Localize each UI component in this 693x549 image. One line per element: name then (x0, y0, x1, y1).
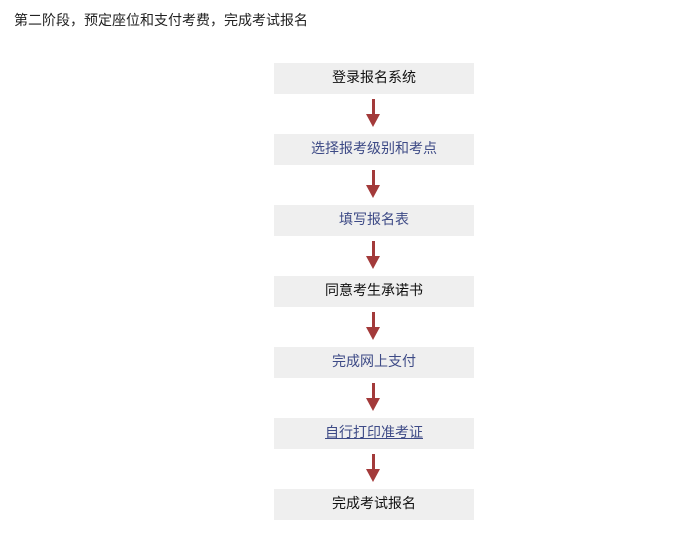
arrow-down-icon (274, 165, 474, 205)
step-label: 完成考试报名 (332, 496, 416, 512)
arrow-down-icon (274, 94, 474, 134)
step-select-level-and-site[interactable]: 选择报考级别和考点 (274, 134, 474, 165)
step-agree-pledge: 同意考生承诺书 (274, 276, 474, 307)
step-print-admission-ticket[interactable]: 自行打印准考证 (274, 418, 474, 449)
step-label[interactable]: 自行打印准考证 (325, 425, 423, 441)
arrow-down-icon (274, 236, 474, 276)
step-fill-form[interactable]: 填写报名表 (274, 205, 474, 236)
step-online-payment[interactable]: 完成网上支付 (274, 347, 474, 378)
step-complete-registration: 完成考试报名 (274, 489, 474, 520)
step-label[interactable]: 完成网上支付 (332, 354, 416, 370)
step-label: 登录报名系统 (332, 70, 416, 86)
arrow-down-icon (274, 449, 474, 489)
page-heading: 第二阶段，预定座位和支付考费，完成考试报名 (14, 13, 308, 29)
arrow-down-icon (274, 307, 474, 347)
registration-flowchart: 登录报名系统 选择报考级别和考点 填写报名表 同意考生承诺书 完成网上支付 自行… (274, 63, 474, 520)
step-label: 同意考生承诺书 (325, 283, 423, 299)
step-label[interactable]: 选择报考级别和考点 (311, 141, 437, 157)
arrow-down-icon (274, 378, 474, 418)
step-label[interactable]: 填写报名表 (339, 212, 409, 228)
step-login-system: 登录报名系统 (274, 63, 474, 94)
